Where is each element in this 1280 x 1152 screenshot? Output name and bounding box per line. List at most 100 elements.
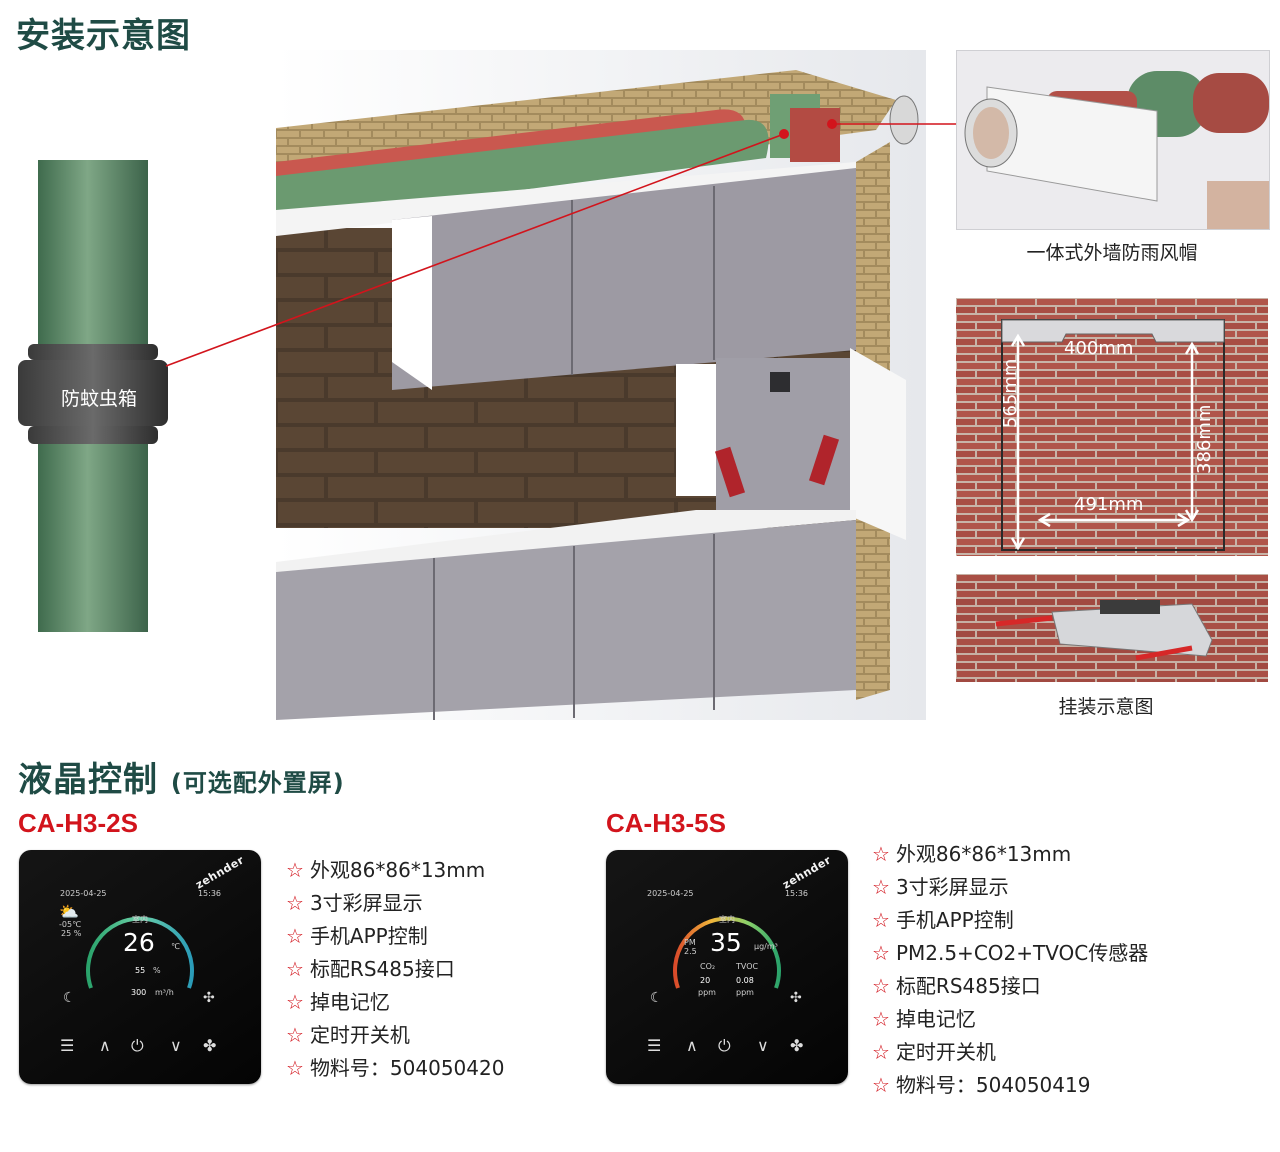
spec-item: ☆物料号：504050419 <box>872 1069 1148 1102</box>
spec-text: 外观86*86*13mm <box>895 842 1072 866</box>
mount-caption: 挂装示意图 <box>1058 696 1154 718</box>
screen-date: 2025-04-25 <box>60 889 107 898</box>
airflow-unit: m³/h <box>155 988 174 997</box>
power-icon[interactable]: ⏻ <box>718 1036 731 1055</box>
outdoor-temp: -05℃ <box>59 920 82 929</box>
spec-item: ☆掉电记忆 <box>872 1003 1148 1036</box>
model-1-title: CA-H3-2S <box>18 808 138 838</box>
star-icon: ☆ <box>872 974 890 998</box>
down-icon[interactable]: ∨ <box>757 1036 769 1055</box>
moon-icon[interactable]: ☾ <box>650 990 663 1006</box>
spec-text: 掉电记忆 <box>309 990 390 1014</box>
spec-text: 外观86*86*13mm <box>309 858 486 882</box>
temp-value: 26 <box>123 928 155 957</box>
dimension-image: 400mm 565mm 386mm 491mm <box>956 298 1268 556</box>
dim-491-label: 491mm <box>1074 494 1144 515</box>
weather-icon: ⛅ <box>59 902 79 921</box>
controller-2-device: zehnder 2025-04-25 15:36 室内 PM 2.5 35 μg… <box>606 850 848 1084</box>
co2-unit: ppm <box>698 988 716 997</box>
outdoor-humidity: 25 % <box>61 929 82 938</box>
spec-item: ☆标配RS485接口 <box>872 970 1148 1003</box>
spec-text: 物料号：504050419 <box>895 1073 1091 1097</box>
fan-mode-icon[interactable]: ✣ <box>790 990 802 1006</box>
lcd-title-text: 液晶控制 <box>18 760 158 800</box>
controller-1-buttons: ☰ ∧ ⏻ ∨ ✤ <box>19 1036 261 1056</box>
installation-drawing <box>276 50 926 720</box>
spec-item: ☆外观86*86*13mm <box>872 838 1148 871</box>
spec-text: 手机APP控制 <box>895 908 1014 932</box>
spec-item: ☆掉电记忆 <box>286 986 504 1019</box>
pm-unit: μg/m³ <box>754 942 778 951</box>
down-icon[interactable]: ∨ <box>170 1036 182 1055</box>
menu-icon[interactable]: ☰ <box>647 1036 662 1055</box>
spec-text: 标配RS485接口 <box>895 974 1041 998</box>
star-icon: ☆ <box>872 941 890 965</box>
spec-item: ☆PM2.5+CO2+TVOC传感器 <box>872 937 1148 970</box>
mount-image <box>956 574 1268 682</box>
spec-text: 手机APP控制 <box>309 924 428 948</box>
tvoc-unit: ppm <box>736 988 754 997</box>
lcd-section-title: 液晶控制 (可选配外置屏) <box>18 752 345 801</box>
mosquito-box-illustration: 防蚊虫箱 <box>16 158 168 634</box>
spec-item: ☆物料号：504050420 <box>286 1052 504 1085</box>
room-label: 室内 <box>132 915 148 924</box>
star-icon: ☆ <box>872 842 890 866</box>
co2-label: CO₂ <box>700 962 716 971</box>
install-section-title: 安装示意图 <box>16 16 191 56</box>
star-icon: ☆ <box>872 1040 890 1064</box>
moon-icon[interactable]: ☾ <box>63 990 76 1006</box>
screen-date: 2025-04-25 <box>647 889 694 898</box>
rain-cap-caption: 一体式外墙防雨风帽 <box>1026 242 1198 264</box>
spec-item: ☆标配RS485接口 <box>286 953 504 986</box>
star-icon: ☆ <box>872 908 890 932</box>
menu-icon[interactable]: ☰ <box>60 1036 75 1055</box>
room-label: 室内 <box>719 915 735 924</box>
airflow-value: 300 <box>131 988 147 997</box>
star-icon: ☆ <box>286 957 304 981</box>
model-2-specs: ☆外观86*86*13mm ☆3寸彩屏显示 ☆手机APP控制 ☆PM2.5+CO… <box>872 838 1148 1102</box>
spec-text: 3寸彩屏显示 <box>895 875 1009 899</box>
tvoc-value: 0.08 <box>736 976 754 985</box>
star-icon: ☆ <box>286 891 304 915</box>
pm-value: 35 <box>710 928 742 957</box>
spec-item: ☆定时开关机 <box>286 1019 504 1052</box>
star-icon: ☆ <box>286 1023 304 1047</box>
spec-text: 掉电记忆 <box>895 1007 976 1031</box>
up-icon[interactable]: ∧ <box>686 1036 698 1055</box>
spec-item: ☆外观86*86*13mm <box>286 854 504 887</box>
dim-400-label: 400mm <box>1064 338 1134 359</box>
co2-value: 20 <box>700 976 711 985</box>
star-icon: ☆ <box>286 924 304 948</box>
star-icon: ☆ <box>872 875 890 899</box>
humidity-value: 55 <box>135 966 146 975</box>
spec-text: 定时开关机 <box>309 1023 410 1047</box>
pm-label: PM 2.5 <box>684 938 697 956</box>
spec-item: ☆手机APP控制 <box>286 920 504 953</box>
rain-cap-image <box>956 50 1270 230</box>
model-1-specs: ☆外观86*86*13mm ☆3寸彩屏显示 ☆手机APP控制 ☆标配RS485接… <box>286 854 504 1085</box>
fan-icon[interactable]: ✤ <box>790 1036 804 1055</box>
spec-text: PM2.5+CO2+TVOC传感器 <box>895 941 1149 965</box>
screen-time: 15:36 <box>784 889 808 898</box>
fan-mode-icon[interactable]: ✣ <box>203 990 215 1006</box>
star-icon: ☆ <box>872 1007 890 1031</box>
star-icon: ☆ <box>286 1056 304 1080</box>
power-icon[interactable]: ⏻ <box>131 1036 144 1055</box>
model-2-title: CA-H3-5S <box>606 808 726 838</box>
spec-item: ☆手机APP控制 <box>872 904 1148 937</box>
screen-time: 15:36 <box>197 889 221 898</box>
mosquito-box-label: 防蚊虫箱 <box>60 388 137 410</box>
fan-icon[interactable]: ✤ <box>203 1036 217 1055</box>
spec-text: 定时开关机 <box>895 1040 996 1064</box>
star-icon: ☆ <box>286 990 304 1014</box>
spec-item: ☆3寸彩屏显示 <box>872 871 1148 904</box>
leader-lines <box>165 119 976 367</box>
spec-item: ☆定时开关机 <box>872 1036 1148 1069</box>
spec-text: 物料号：504050420 <box>309 1056 505 1080</box>
spec-item: ☆3寸彩屏显示 <box>286 887 504 920</box>
dim-386-label: 386mm <box>1194 404 1215 474</box>
controller-2-buttons: ☰ ∧ ⏻ ∨ ✤ <box>606 1036 848 1056</box>
star-icon: ☆ <box>872 1073 890 1097</box>
spec-text: 标配RS485接口 <box>309 957 455 981</box>
up-icon[interactable]: ∧ <box>99 1036 111 1055</box>
